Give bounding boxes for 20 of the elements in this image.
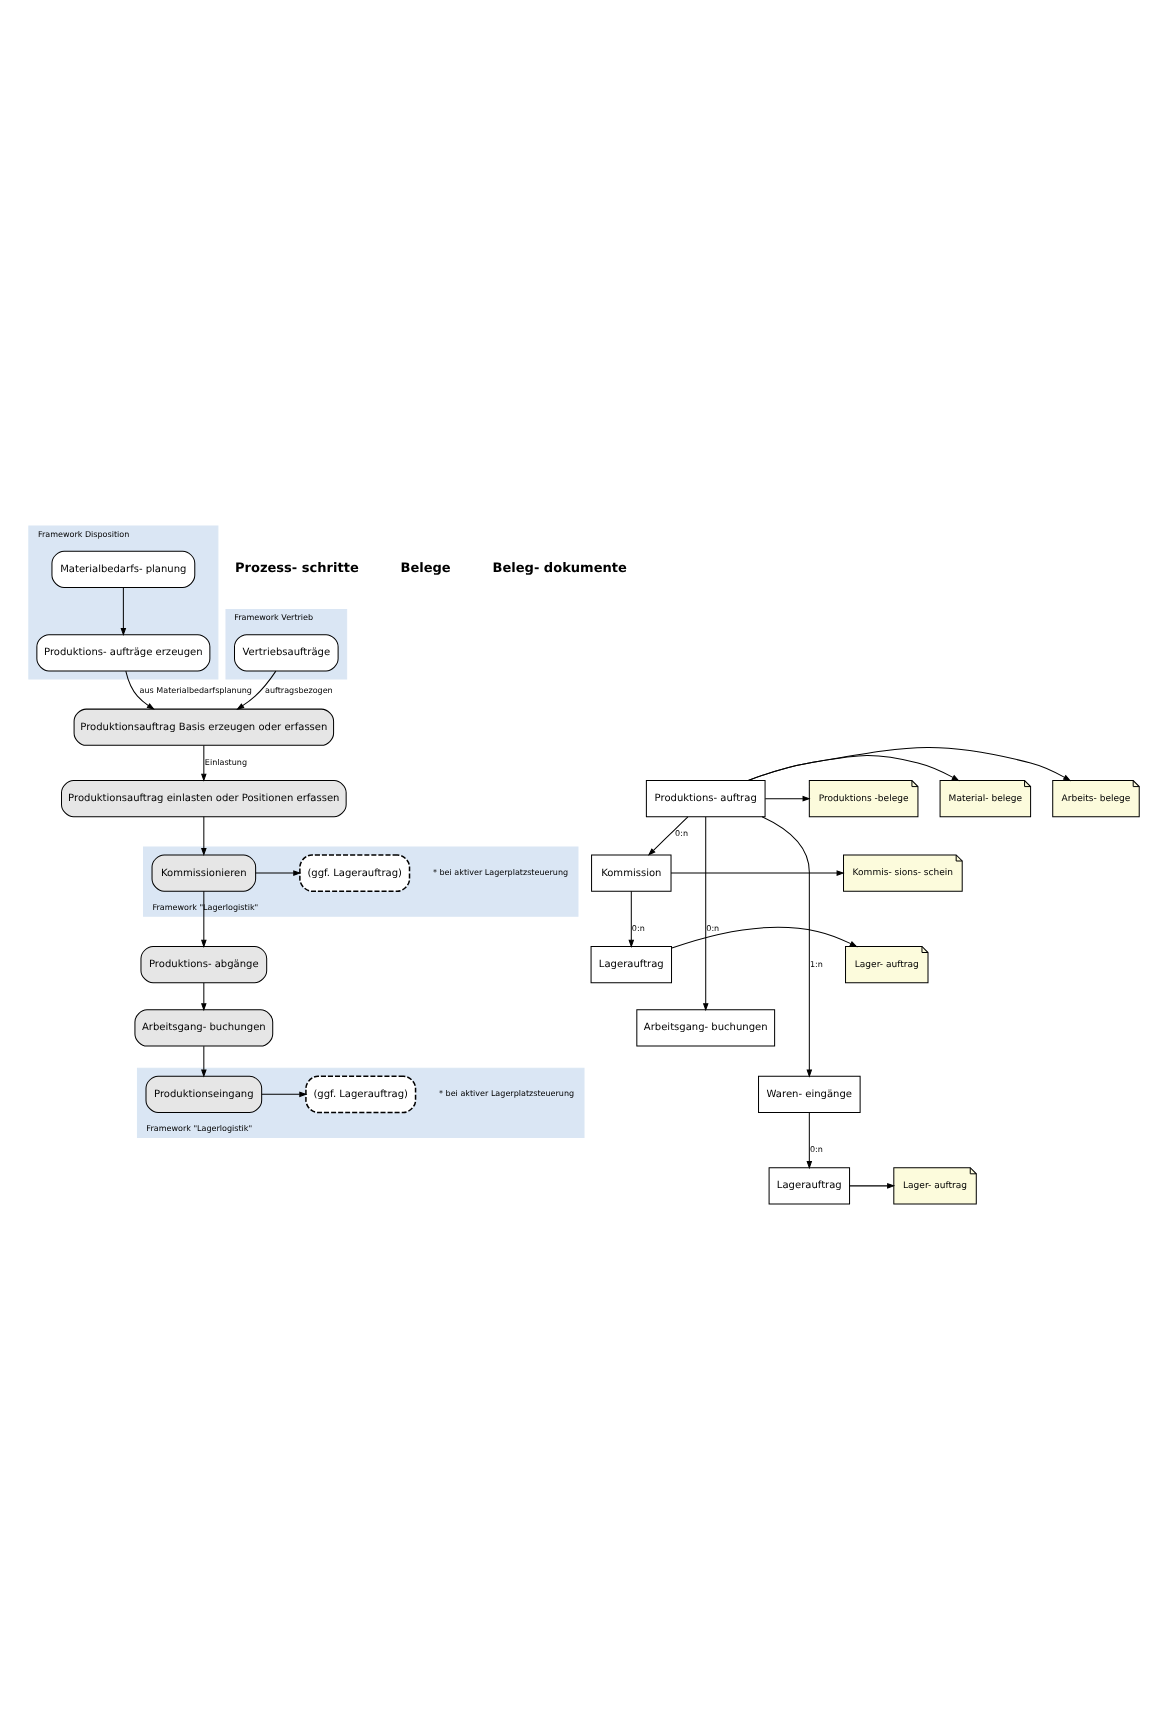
- arrow: [647, 815, 689, 855]
- arrow: [201, 981, 207, 1011]
- arrow: [628, 889, 635, 947]
- arrow: [761, 815, 813, 1077]
- arrow: [849, 1182, 896, 1188]
- arrow: [255, 869, 302, 875]
- arrow: [702, 815, 709, 1011]
- arrow: [747, 746, 1072, 781]
- arrow: [764, 794, 811, 801]
- arrow: [201, 889, 207, 947]
- arrow: [201, 815, 207, 856]
- arrow: [201, 1044, 207, 1077]
- arrow: [236, 669, 277, 709]
- arrow: [120, 586, 127, 636]
- arrow: [261, 1090, 308, 1097]
- arrow: [670, 869, 845, 875]
- arrow: [125, 669, 155, 709]
- arrow: [806, 1111, 813, 1169]
- arrow: [671, 925, 858, 948]
- arrow: [201, 743, 207, 781]
